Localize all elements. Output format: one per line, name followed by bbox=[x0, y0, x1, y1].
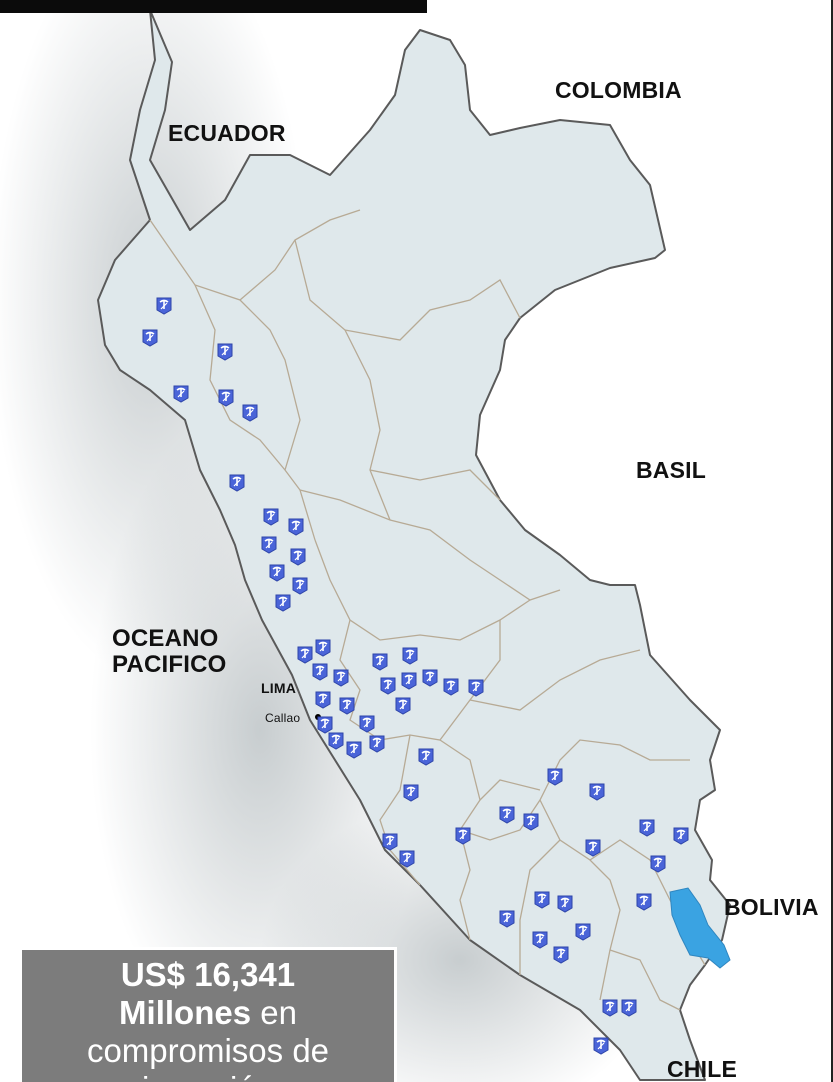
investment-unit-suffix: en bbox=[251, 994, 297, 1031]
label-ecuador: ECUADOR bbox=[168, 120, 286, 146]
mining-pickaxe-icon bbox=[585, 839, 601, 857]
label-lima: LIMA bbox=[261, 680, 297, 696]
label-brasil: BASIL bbox=[636, 457, 706, 483]
mining-pickaxe-icon bbox=[553, 946, 569, 964]
page-edge-rule bbox=[831, 0, 833, 1082]
mining-pickaxe-icon bbox=[422, 669, 438, 687]
mining-pickaxe-icon bbox=[297, 646, 313, 664]
mining-pickaxe-icon bbox=[468, 679, 484, 697]
mining-pickaxe-icon bbox=[218, 389, 234, 407]
label-ocean-line2: PACIFICO bbox=[112, 651, 227, 678]
investment-unit: Millones bbox=[119, 994, 252, 1031]
lake-titicaca bbox=[669, 887, 731, 969]
mining-pickaxe-icon bbox=[275, 594, 291, 612]
mining-pickaxe-icon bbox=[575, 923, 591, 941]
mining-pickaxe-icon bbox=[401, 672, 417, 690]
mining-pickaxe-icon bbox=[315, 639, 331, 657]
mining-pickaxe-icon bbox=[443, 678, 459, 696]
mining-pickaxe-icon bbox=[532, 931, 548, 949]
mining-pickaxe-icon bbox=[372, 653, 388, 671]
mining-pickaxe-icon bbox=[593, 1037, 609, 1055]
mining-pickaxe-icon bbox=[621, 999, 637, 1017]
mining-pickaxe-icon bbox=[156, 297, 172, 315]
investment-line3: compromisos de bbox=[86, 1032, 330, 1069]
mining-pickaxe-icon bbox=[650, 855, 666, 873]
mining-pickaxe-icon bbox=[346, 741, 362, 759]
mining-pickaxe-icon bbox=[418, 748, 434, 766]
mining-pickaxe-icon bbox=[380, 677, 396, 695]
label-ocean-line1: OCEANO bbox=[112, 625, 219, 652]
label-colombia: COLOMBIA bbox=[555, 77, 682, 103]
mining-pickaxe-icon bbox=[403, 784, 419, 802]
label-callao: Callao bbox=[265, 711, 301, 725]
header-black-bar bbox=[0, 0, 427, 13]
mining-pickaxe-icon bbox=[333, 669, 349, 687]
mining-pickaxe-icon bbox=[288, 518, 304, 536]
investment-unit-line: Millones en bbox=[22, 994, 394, 1032]
mining-pickaxe-icon bbox=[261, 536, 277, 554]
mining-pickaxe-icon bbox=[402, 647, 418, 665]
mining-pickaxe-icon bbox=[229, 474, 245, 492]
mining-pickaxe-icon bbox=[328, 732, 344, 750]
mining-pickaxe-icon bbox=[339, 697, 355, 715]
investment-summary-box: US$ 16,341 Millones en compromisos de in… bbox=[22, 947, 397, 1082]
mining-pickaxe-icon bbox=[369, 735, 385, 753]
label-bolivia: BOLIVIA bbox=[724, 894, 819, 920]
mining-pickaxe-icon bbox=[602, 999, 618, 1017]
mining-pickaxe-icon bbox=[382, 833, 398, 851]
mining-pickaxe-icon bbox=[395, 697, 411, 715]
mining-pickaxe-icon bbox=[636, 893, 652, 911]
mining-pickaxe-icon bbox=[557, 895, 573, 913]
mining-pickaxe-icon bbox=[269, 564, 285, 582]
mining-pickaxe-icon bbox=[534, 891, 550, 909]
mining-pickaxe-icon bbox=[263, 508, 279, 526]
mining-pickaxe-icon bbox=[547, 768, 563, 786]
mining-pickaxe-icon bbox=[317, 716, 333, 734]
peru-territory bbox=[97, 9, 731, 1081]
mining-pickaxe-icon bbox=[173, 385, 189, 403]
department-borders bbox=[149, 209, 706, 1011]
mining-pickaxe-icon bbox=[290, 548, 306, 566]
label-chile: CHILE bbox=[667, 1056, 737, 1082]
mining-pickaxe-icon bbox=[589, 783, 605, 801]
mining-pickaxe-icon bbox=[242, 404, 258, 422]
mining-pickaxe-icon bbox=[499, 806, 515, 824]
mining-pickaxe-icon bbox=[639, 819, 655, 837]
investment-amount: US$ 16,341 bbox=[120, 956, 296, 993]
mining-pickaxe-icon bbox=[217, 343, 233, 361]
mining-pickaxe-icon bbox=[142, 329, 158, 347]
mining-pickaxe-icon bbox=[359, 715, 375, 733]
investment-line4: inversión bbox=[22, 1070, 394, 1082]
mining-pickaxe-icon bbox=[312, 663, 328, 681]
mining-pickaxe-icon bbox=[673, 827, 689, 845]
mining-pickaxe-icon bbox=[455, 827, 471, 845]
mining-pickaxe-icon bbox=[315, 691, 331, 709]
mining-pickaxe-icon bbox=[499, 910, 515, 928]
mining-pickaxe-icon bbox=[523, 813, 539, 831]
mining-pickaxe-icon bbox=[399, 850, 415, 868]
mining-pickaxe-icon bbox=[292, 577, 308, 595]
